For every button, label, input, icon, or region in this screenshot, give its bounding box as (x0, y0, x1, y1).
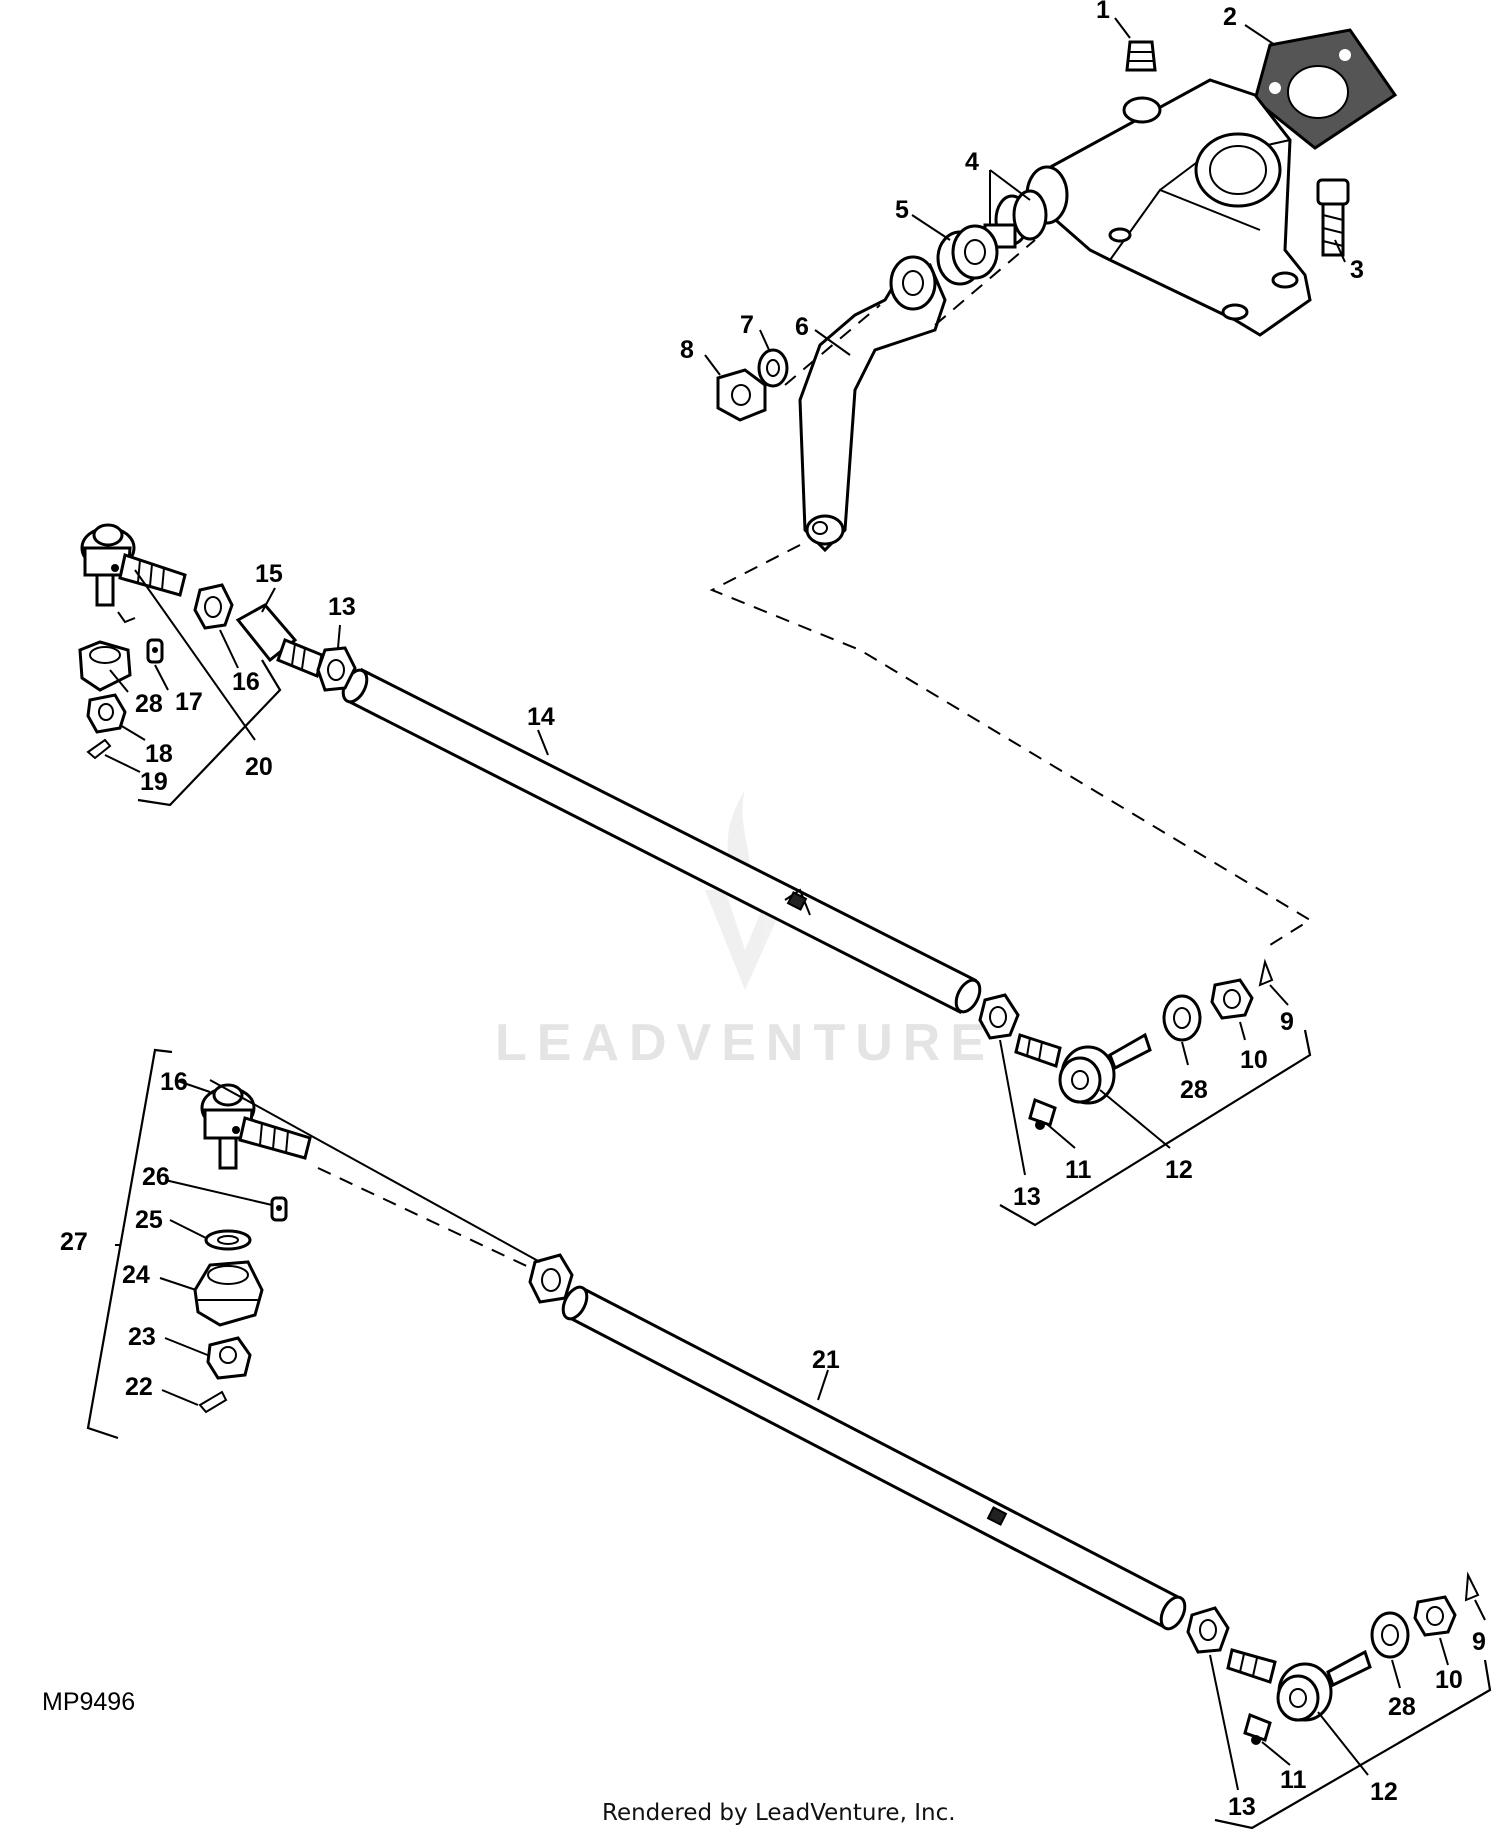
callout-17: 17 (175, 688, 203, 716)
callout-28-upper: 28 (1180, 1076, 1208, 1104)
part-housing (1025, 78, 1312, 337)
callout-12-upper: 12 (1165, 1156, 1193, 1184)
callout-19: 19 (140, 768, 168, 796)
leader-lines (104, 17, 1486, 1791)
part-19-cotter-pin-left (86, 738, 112, 760)
callout-16-lower: 16 (160, 1068, 188, 1096)
callout-13-lower-right: 13 (1228, 1793, 1256, 1821)
part-2-gasket (1253, 28, 1398, 150)
callout-20: 20 (245, 753, 273, 781)
part-10-castle-nut-lower-right (1413, 1595, 1457, 1637)
part-21-tie-rod-tube-lower (561, 1285, 1187, 1631)
callout-1: 1 (1096, 0, 1110, 24)
part-15-adjusting-sleeve (235, 603, 324, 679)
callout-9-lower: 9 (1472, 1628, 1486, 1656)
callout-26: 26 (142, 1163, 170, 1191)
callout-18: 18 (145, 740, 173, 768)
callout-15: 15 (255, 560, 283, 588)
footer-credit: Rendered by LeadVenture, Inc. (602, 1800, 956, 1826)
part-28-dust-boot-upper-right (1162, 994, 1202, 1042)
callout-4: 4 (965, 148, 979, 176)
figure-id: MP9496 (42, 1688, 135, 1716)
callout-16-upper: 16 (232, 668, 260, 696)
part-11-grease-fitting-lower (1243, 1712, 1272, 1745)
callout-2: 2 (1223, 3, 1237, 31)
part-25-washer (204, 1229, 252, 1251)
callout-12-lower: 12 (1370, 1778, 1398, 1806)
part-16-jam-nut-lower (528, 1253, 574, 1304)
part-22-cotter-pin-lower (198, 1390, 228, 1414)
part-28-dust-boot-left (78, 640, 132, 692)
callout-5: 5 (895, 196, 909, 224)
callout-24: 24 (122, 1261, 150, 1289)
part-7-lock-washer (757, 348, 789, 388)
part-9-cotter-pin-upper-right (1258, 958, 1274, 987)
part-4-bushings (983, 189, 1048, 249)
part-16-jam-nut-left (193, 583, 234, 630)
part-13-jam-nut-upper-left (316, 646, 357, 692)
part-18-castle-nut-left (86, 693, 127, 734)
callout-13-upper-right: 13 (1013, 1183, 1041, 1211)
part-24-dust-boot-lower (193, 1260, 264, 1327)
part-8-nut (716, 368, 767, 422)
callout-10-lower: 10 (1435, 1666, 1463, 1694)
part-12-tie-rod-end-upper-right (1014, 1032, 1152, 1105)
callout-21: 21 (812, 1346, 840, 1374)
callout-6: 6 (795, 313, 809, 341)
callouts: 1 2 3 4 5 6 7 8 9 10 11 12 13 28 13 14 1… (60, 0, 1486, 1821)
callout-8: 8 (680, 336, 694, 364)
part-3-cap-screw (1316, 178, 1350, 257)
callout-11-lower: 11 (1280, 1766, 1307, 1794)
part-9-cotter-pin-lower-right (1464, 1571, 1480, 1602)
callout-23: 23 (128, 1323, 156, 1351)
part-6-steering-arm (798, 255, 947, 553)
callout-27: 27 (60, 1228, 88, 1256)
callout-25: 25 (135, 1206, 163, 1234)
callout-14: 14 (527, 703, 555, 731)
part-11-grease-fitting-upper (1028, 1097, 1057, 1130)
part-28-dust-boot-lower-right (1370, 1611, 1410, 1659)
callout-9-upper: 9 (1280, 1008, 1294, 1036)
part-12-tie-rod-end-lower-right (1226, 1648, 1372, 1722)
part-13-jam-nut-lower-right (1186, 1606, 1230, 1654)
part-17-cotter-pin (146, 638, 164, 664)
part-26-cotter-pin-lower (270, 1196, 288, 1222)
part-13-jam-nut-upper-right (978, 993, 1020, 1040)
callout-22: 22 (125, 1373, 153, 1401)
callout-28-lower: 28 (1388, 1693, 1416, 1721)
watermark-text: LEADVENTURE (495, 1014, 995, 1072)
part-10-castle-nut-upper-right (1210, 978, 1254, 1020)
part-5-spacer (936, 224, 999, 286)
callout-7: 7 (740, 311, 754, 339)
callout-11-upper: 11 (1065, 1156, 1092, 1184)
part-23-castle-nut-lower (206, 1336, 252, 1380)
part-14-tie-rod-tube (341, 667, 982, 1015)
callout-28-left: 28 (135, 690, 163, 718)
callout-13-upper-left: 13 (328, 593, 356, 621)
part-20-tie-rod-end-left (80, 523, 187, 624)
callout-10-upper: 10 (1240, 1046, 1268, 1074)
callout-3: 3 (1350, 256, 1364, 284)
part-1-grease-fitting (1125, 40, 1157, 72)
